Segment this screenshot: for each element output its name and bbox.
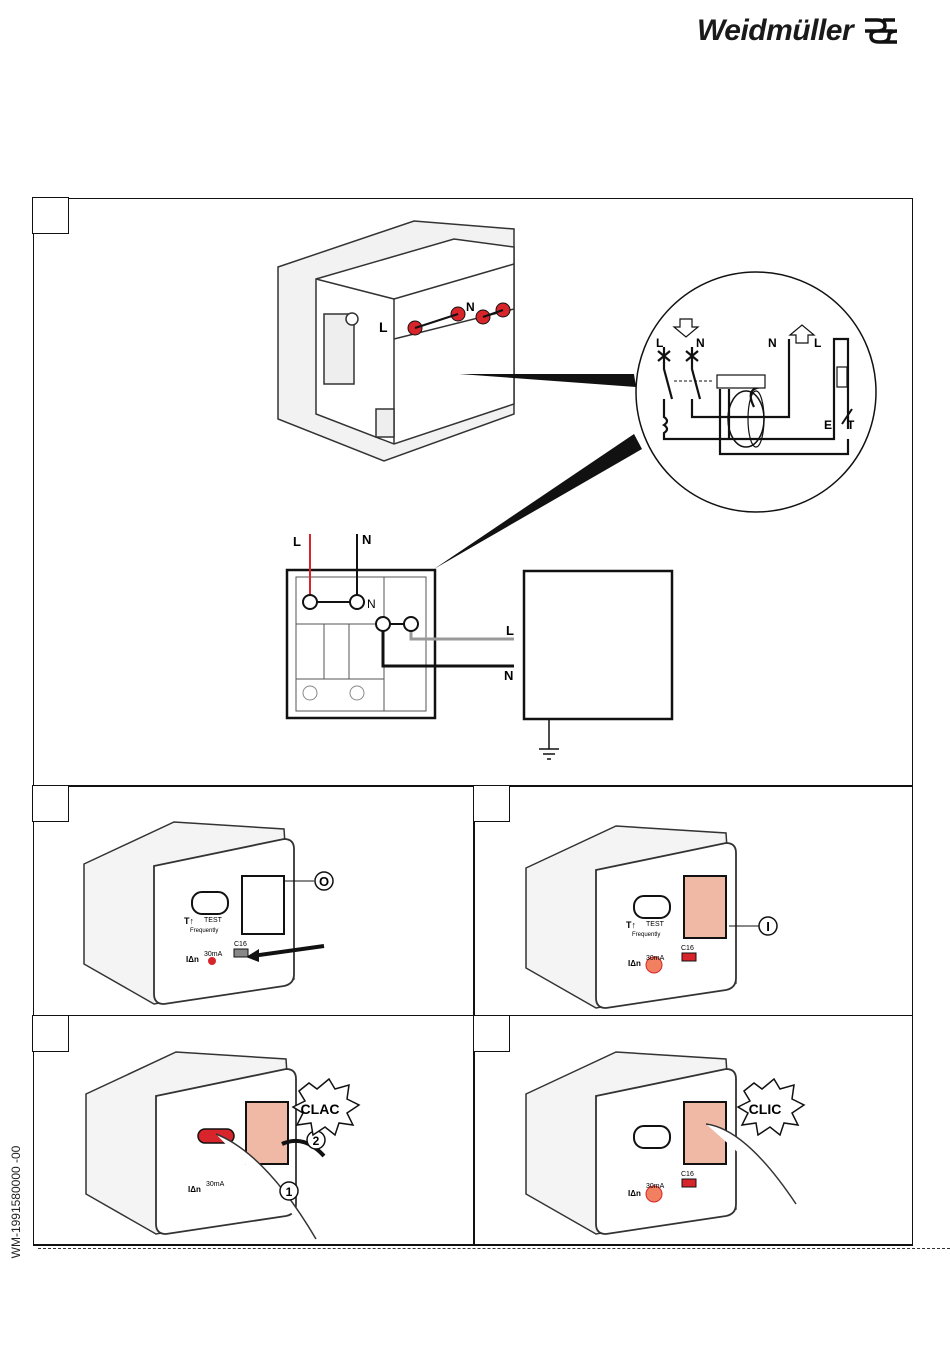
device-illustration: T↑ TEST Frequently IΔn 30mA C16 O <box>34 786 476 1017</box>
cut-line <box>38 1248 950 1249</box>
schematic-label-E: E <box>824 418 832 432</box>
clac-label: CLAC <box>300 1101 339 1117</box>
document-code: WM-1991580000 -00 <box>9 1132 23 1272</box>
idn-label: IΔn <box>186 955 199 964</box>
callout-off: O <box>318 874 328 889</box>
ground-icon <box>539 719 559 759</box>
rating-label: C16 <box>681 1171 694 1178</box>
device-body: IΔn 30mA <box>86 1052 316 1239</box>
panel-wiring: L N L N N L E T <box>33 198 913 787</box>
idn-label: IΔn <box>628 1189 641 1198</box>
device-illustration: IΔn 30mA 1 2 CLAC <box>34 1016 476 1247</box>
schematic-label-N-in: N <box>696 336 705 350</box>
ma-label: 30mA <box>206 1181 225 1188</box>
test-symbol: T↑ <box>184 916 194 926</box>
panel-off-position: T↑ TEST Frequently IΔn 30mA C16 O <box>33 785 475 1016</box>
step-1-label: 1 <box>285 1185 292 1199</box>
wiring-illustration: L N L N N L E T <box>34 199 914 788</box>
panel-on-position: T↑ TEST Frequently IΔn 30mA C16 I <box>473 785 913 1016</box>
load-label-L: L <box>506 623 514 638</box>
clic-label: CLIC <box>749 1101 782 1117</box>
device-body: T↑ TEST Frequently IΔn 30mA C16 <box>84 822 294 1004</box>
test-label: TEST <box>646 921 665 928</box>
panel-test-trip: IΔn 30mA 1 2 CLAC <box>33 1015 475 1246</box>
callout-on: I <box>766 919 770 934</box>
test-label: TEST <box>204 917 223 924</box>
device-illustration: IΔn 30mA C16 CLIC <box>474 1016 914 1247</box>
wire-label-N: N <box>362 532 371 547</box>
ma-label: 30mA <box>646 955 665 962</box>
frequently-label: Frequently <box>632 932 660 938</box>
frequently-label: Frequently <box>190 928 218 934</box>
schematic-label-N-out: N <box>768 336 777 350</box>
schematic-label-L-in: L <box>656 336 663 350</box>
weidmuller-logo-icon <box>863 16 899 46</box>
rating-label: C16 <box>234 941 247 948</box>
wire-label-L: L <box>293 534 301 549</box>
front-wiring-view <box>287 534 672 759</box>
device-illustration: T↑ TEST Frequently IΔn 30mA C16 I <box>474 786 914 1017</box>
panel-reset: IΔn 30mA C16 CLIC <box>473 1015 913 1246</box>
load-label-N: N <box>504 668 513 683</box>
instruction-frame: L N L N N L E T <box>33 198 913 1245</box>
test-symbol: T↑ <box>626 920 636 930</box>
brand-name: Weidmüller <box>697 14 853 48</box>
schematic-label-T: T <box>847 418 855 432</box>
circuit-schematic <box>636 272 876 512</box>
brand-logo: Weidmüller <box>697 14 899 48</box>
load-box <box>524 571 672 719</box>
terminal-label-N: N <box>367 597 376 611</box>
ma-label: 30mA <box>646 1183 665 1190</box>
step-2-label: 2 <box>312 1134 319 1148</box>
device-label-N: N <box>466 300 475 314</box>
rating-label: C16 <box>681 945 694 952</box>
ma-label: 30mA <box>204 951 223 958</box>
schematic-label-L-out: L <box>814 336 821 350</box>
idn-label: IΔn <box>628 959 641 968</box>
device-label-L: L <box>379 319 388 335</box>
idn-label: IΔn <box>188 1185 201 1194</box>
device-body: IΔn 30mA C16 <box>526 1052 796 1234</box>
device-rear-view <box>278 221 514 461</box>
device-body: T↑ TEST Frequently IΔn 30mA C16 <box>526 826 736 1008</box>
